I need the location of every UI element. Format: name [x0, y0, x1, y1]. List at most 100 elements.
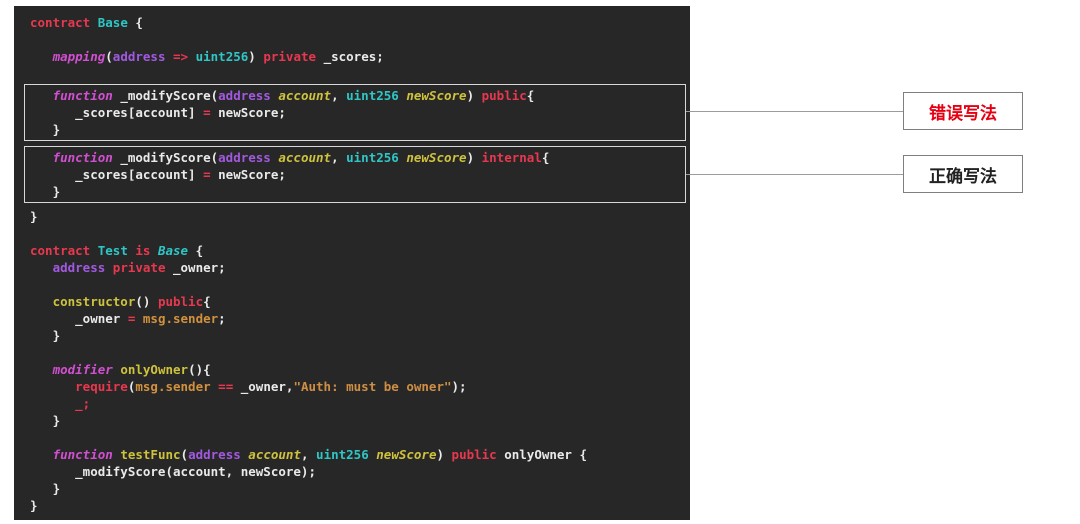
code-token	[30, 150, 53, 165]
code-token: contract	[30, 15, 91, 30]
code-token: private	[263, 49, 317, 64]
code-line	[30, 344, 690, 361]
code-line: _scores[account] = newScore;	[30, 166, 685, 183]
code-line	[30, 429, 690, 446]
code-token: function	[52, 447, 113, 462]
code-token: _scores[account]	[30, 167, 204, 182]
code-token: )	[436, 447, 452, 462]
code-token	[90, 243, 98, 258]
code-token: }	[30, 328, 61, 343]
callout-line-wrong	[686, 111, 905, 112]
code-token: _owner;	[165, 260, 226, 275]
code-token: function	[52, 150, 113, 165]
code-token: ;	[218, 311, 226, 326]
code-token	[30, 396, 75, 411]
code-line	[30, 31, 690, 48]
code-token: function	[52, 88, 113, 103]
code-token: address	[52, 260, 106, 275]
code-token: modifier	[52, 362, 113, 377]
code-token: (	[105, 49, 113, 64]
code-token: private	[112, 260, 166, 275]
code-token: internal	[481, 150, 542, 165]
code-token: )	[248, 49, 264, 64]
code-token	[105, 260, 113, 275]
code-token: _scores[account]	[30, 105, 204, 120]
code-group-base-header: contract Base { mapping(address => uint2…	[30, 14, 690, 82]
code-token	[30, 294, 53, 309]
solidity-code-panel: contract Base { mapping(address => uint2…	[14, 6, 690, 520]
callout-label-wrong-text: 错误写法	[929, 103, 997, 123]
code-token	[30, 260, 53, 275]
code-token: }	[30, 498, 38, 513]
code-token: _;	[75, 396, 91, 411]
code-token: {	[203, 294, 211, 309]
code-token: (	[127, 379, 136, 394]
code-token: "Auth: must be owner"	[293, 379, 452, 394]
code-token: uint256	[346, 150, 399, 165]
code-token: Test	[97, 243, 128, 258]
code-line: contract Base {	[30, 14, 690, 31]
code-token: _modifyScore(	[112, 150, 219, 165]
code-token: public	[451, 447, 497, 462]
code-group-base-close: }	[30, 208, 690, 242]
code-token: uint256	[316, 447, 369, 462]
code-token: {	[127, 15, 143, 30]
code-token: _modifyScore(	[112, 88, 219, 103]
code-token: public	[157, 294, 204, 309]
code-token	[165, 49, 173, 64]
code-line: _owner = msg.sender;	[30, 310, 690, 327]
code-line: _modifyScore(account, newScore);	[30, 463, 690, 480]
code-line: contract Test is Base {	[30, 242, 690, 259]
code-token: {	[526, 88, 535, 103]
code-token: contract	[30, 243, 91, 258]
code-token: {	[541, 150, 550, 165]
code-token: public	[481, 88, 527, 103]
code-line: constructor() public{	[30, 293, 690, 310]
code-line: _scores[account] = newScore;	[30, 104, 685, 121]
code-token: newScore	[376, 447, 437, 462]
code-token: Base	[97, 15, 128, 30]
code-token: (	[180, 447, 189, 462]
code-token: msg.sender	[142, 311, 219, 326]
code-token	[90, 15, 98, 30]
code-token: }	[30, 413, 61, 428]
code-token: ==	[218, 379, 234, 394]
code-group-test-contract: contract Test is Base { address private …	[30, 242, 690, 514]
code-line: function testFunc(address account, uint2…	[30, 446, 690, 463]
code-token	[30, 447, 53, 462]
code-token: )	[466, 88, 482, 103]
code-token: is	[135, 243, 151, 258]
code-token: onlyOwner {	[496, 447, 588, 462]
code-line	[30, 225, 690, 242]
code-token: uint256	[195, 49, 249, 64]
code-token: =	[127, 311, 136, 326]
code-line: function _modifyScore(address account, u…	[30, 87, 685, 104]
code-token: account	[278, 88, 332, 103]
code-token: address	[218, 150, 271, 165]
code-line: _;	[30, 395, 690, 412]
code-token	[30, 49, 53, 64]
code-line	[30, 65, 690, 82]
code-token: address	[112, 49, 166, 64]
code-line: }	[30, 208, 690, 225]
code-token	[30, 88, 53, 103]
code-token: _owner,	[233, 379, 294, 394]
code-group-wrong-function: function _modifyScore(address account, u…	[24, 84, 686, 141]
code-token: ,	[331, 88, 347, 103]
callout-label-correct-text: 正确写法	[929, 166, 997, 186]
code-token: );	[451, 379, 467, 394]
code-token	[135, 311, 143, 326]
code-line: }	[30, 183, 685, 200]
code-token: )	[466, 150, 482, 165]
code-token: Base	[157, 243, 189, 258]
code-token: newScore	[406, 150, 467, 165]
code-token	[188, 49, 196, 64]
code-token: _modifyScore(account, newScore);	[30, 464, 316, 479]
code-token: }	[30, 481, 61, 496]
code-line: require(msg.sender == _owner,"Auth: must…	[30, 378, 690, 395]
code-line: address private _owner;	[30, 259, 690, 276]
code-line	[30, 276, 690, 293]
code-token: address	[218, 88, 271, 103]
code-token: ()	[135, 294, 158, 309]
